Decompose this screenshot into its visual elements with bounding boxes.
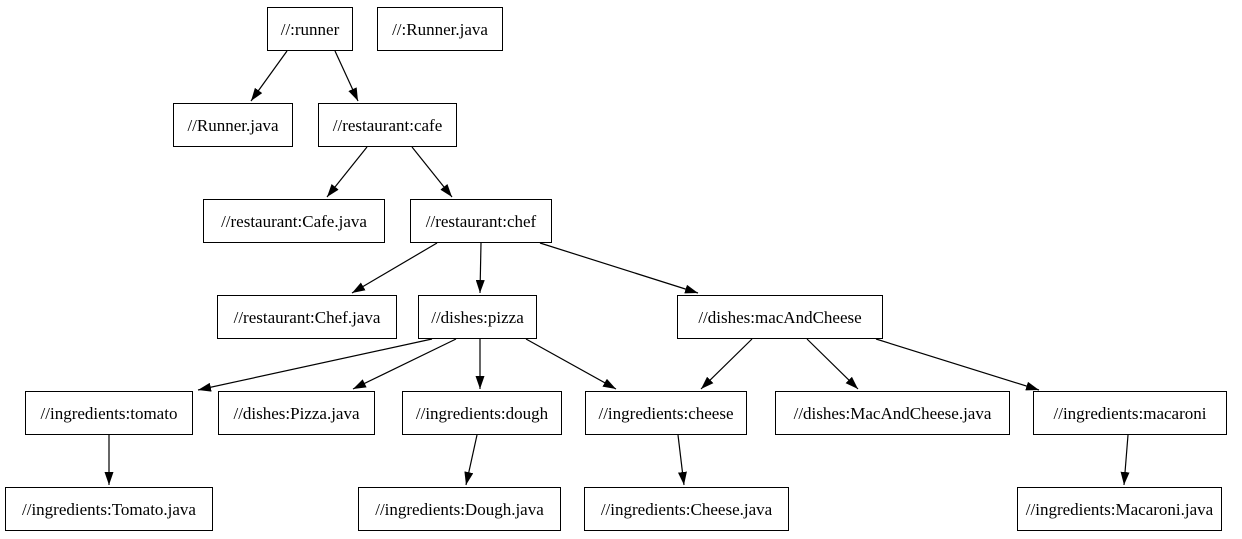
graph-node-mac_and_cheese_java: //dishes:MacAndCheese.java: [775, 391, 1010, 435]
graph-node-macaroni: //ingredients:macaroni: [1033, 391, 1227, 435]
edge-chef-to-chef_java: [351, 242, 438, 294]
graph-node-chef_java: //restaurant:Chef.java: [217, 295, 397, 339]
graph-node-runner_java: //Runner.java: [173, 103, 293, 147]
graph-node-tomato_java: //ingredients:Tomato.java: [5, 487, 213, 531]
edge-macaroni-to-macaroni_java: [1120, 434, 1130, 486]
graph-node-runner_java_root: //:Runner.java: [377, 7, 503, 51]
edge-chef-to-pizza: [475, 242, 485, 294]
edge-pizza-to-pizza_java: [352, 338, 457, 390]
edge-dough-to-dough_java: [464, 434, 478, 486]
graph-node-dough_java: //ingredients:Dough.java: [358, 487, 561, 531]
edge-cafe-to-chef: [411, 146, 453, 198]
edge-mac_and_cheese-to-macaroni: [875, 338, 1040, 391]
graph-node-dough: //ingredients:dough: [402, 391, 562, 435]
graph-node-pizza_java: //dishes:Pizza.java: [218, 391, 375, 435]
edge-pizza-to-cheese: [525, 338, 617, 390]
graph-node-tomato: //ingredients:tomato: [25, 391, 193, 435]
edge-mac_and_cheese-to-mac_and_cheese_java: [806, 338, 859, 390]
graph-node-runner: //:runner: [267, 7, 353, 51]
graph-node-mac_and_cheese: //dishes:macAndCheese: [677, 295, 883, 339]
graph-node-chef: //restaurant:chef: [410, 199, 552, 243]
graph-node-cheese_java: //ingredients:Cheese.java: [584, 487, 789, 531]
edge-chef-to-mac_and_cheese: [539, 242, 699, 294]
edge-runner-to-runner_java: [250, 50, 288, 102]
graph-node-cafe_java: //restaurant:Cafe.java: [203, 199, 385, 243]
edge-cheese-to-cheese_java: [677, 434, 687, 486]
edge-pizza-to-tomato: [197, 338, 433, 392]
graph-node-cafe: //restaurant:cafe: [318, 103, 457, 147]
edge-mac_and_cheese-to-cheese: [700, 338, 753, 390]
graph-node-pizza: //dishes:pizza: [418, 295, 537, 339]
edge-cafe-to-cafe_java: [326, 146, 368, 198]
graph-node-macaroni_java: //ingredients:Macaroni.java: [1017, 487, 1222, 531]
graph-node-cheese: //ingredients:cheese: [585, 391, 747, 435]
edge-runner-to-cafe: [334, 50, 359, 102]
